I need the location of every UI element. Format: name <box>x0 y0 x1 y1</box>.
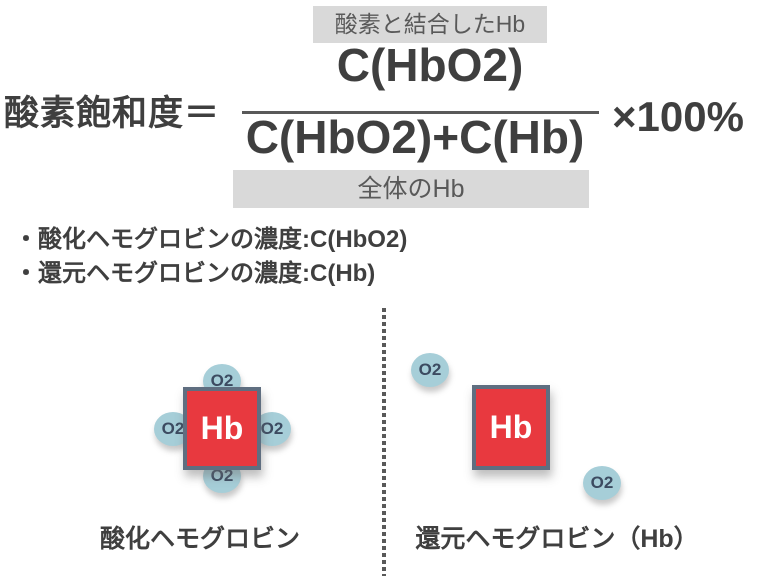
hb-molecule-oxidized: Hb <box>183 387 261 470</box>
reduced-hb-caption: 還元ヘモグロビン（Hb） <box>415 525 699 553</box>
formula-lhs: 酸素飽和度＝ <box>4 94 221 133</box>
o2-molecule: O2 <box>583 466 621 500</box>
formula-denominator: C(HbO2)+C(Hb) <box>245 111 585 163</box>
definition-bullet-oxidized: ・酸化ヘモグロビンの濃度:C(HbO2) <box>14 226 408 253</box>
denominator-label-badge: 全体のHb <box>233 170 589 208</box>
numerator-label-badge: 酸素と結合したHb <box>313 6 547 43</box>
hb-molecule-reduced: Hb <box>472 385 550 470</box>
oxidized-hb-caption: 酸化ヘモグロビン <box>99 525 300 553</box>
formula-multiplier: ×100% <box>612 93 744 140</box>
o2-molecule: O2 <box>411 353 449 387</box>
dotted-divider-line <box>382 308 386 576</box>
fraction-bar <box>242 111 599 114</box>
definition-bullet-reduced: ・還元ヘモグロビンの濃度:C(Hb) <box>14 260 376 287</box>
formula-numerator: C(HbO2) <box>336 39 524 91</box>
